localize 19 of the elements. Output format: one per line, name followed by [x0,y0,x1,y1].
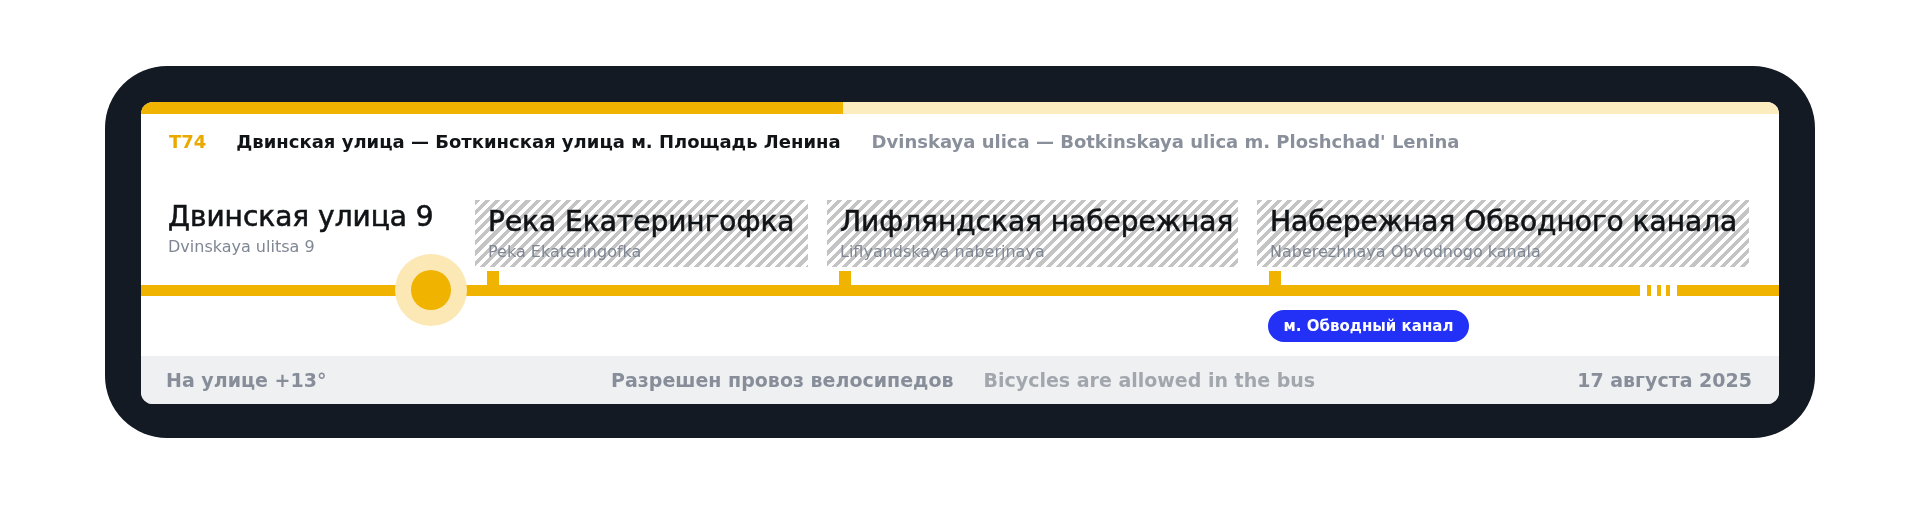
hatched-stop-panel [827,200,1238,267]
notice-transliteration: Bicycles are allowed in the bus [983,368,1316,392]
stop-name: Набережная Обводного канала [1270,206,1739,238]
route-name-transliteration: Dvinskaya ulica — Botkinskaya ulica m. Ploshchad' Lenina [871,130,1460,154]
stop-name: Двинская улица 9 [168,201,434,233]
stop-name: Река Екатерингофка [488,206,796,238]
notice-text: Разрешен провоз велосипедов [611,368,954,392]
hatched-stop-panel [475,200,808,267]
stop-name-transliteration: Liflyandskaya naberjnaya [840,242,1046,262]
stop-name: Лифляндская набережная [840,206,1234,238]
date-text: 17 августа 2025 [1577,368,1752,392]
hatched-stop-panel [1257,200,1749,267]
stop-name-transliteration: Dvinskaya ulitsa 9 [168,237,316,257]
stop-name-transliteration: Peka Ekateringofka [488,242,643,262]
route-number: T74 [169,130,207,154]
temperature-text: На улице +13° [166,368,327,392]
metro-transfer-badge: м. Обводный канал [1268,310,1469,342]
route-name: Двинская улица — Боткинская улица м. Площадь Ленина [236,130,841,154]
stop-name-transliteration: Naberezhnaya Obvodnogo kanala [1270,242,1542,262]
